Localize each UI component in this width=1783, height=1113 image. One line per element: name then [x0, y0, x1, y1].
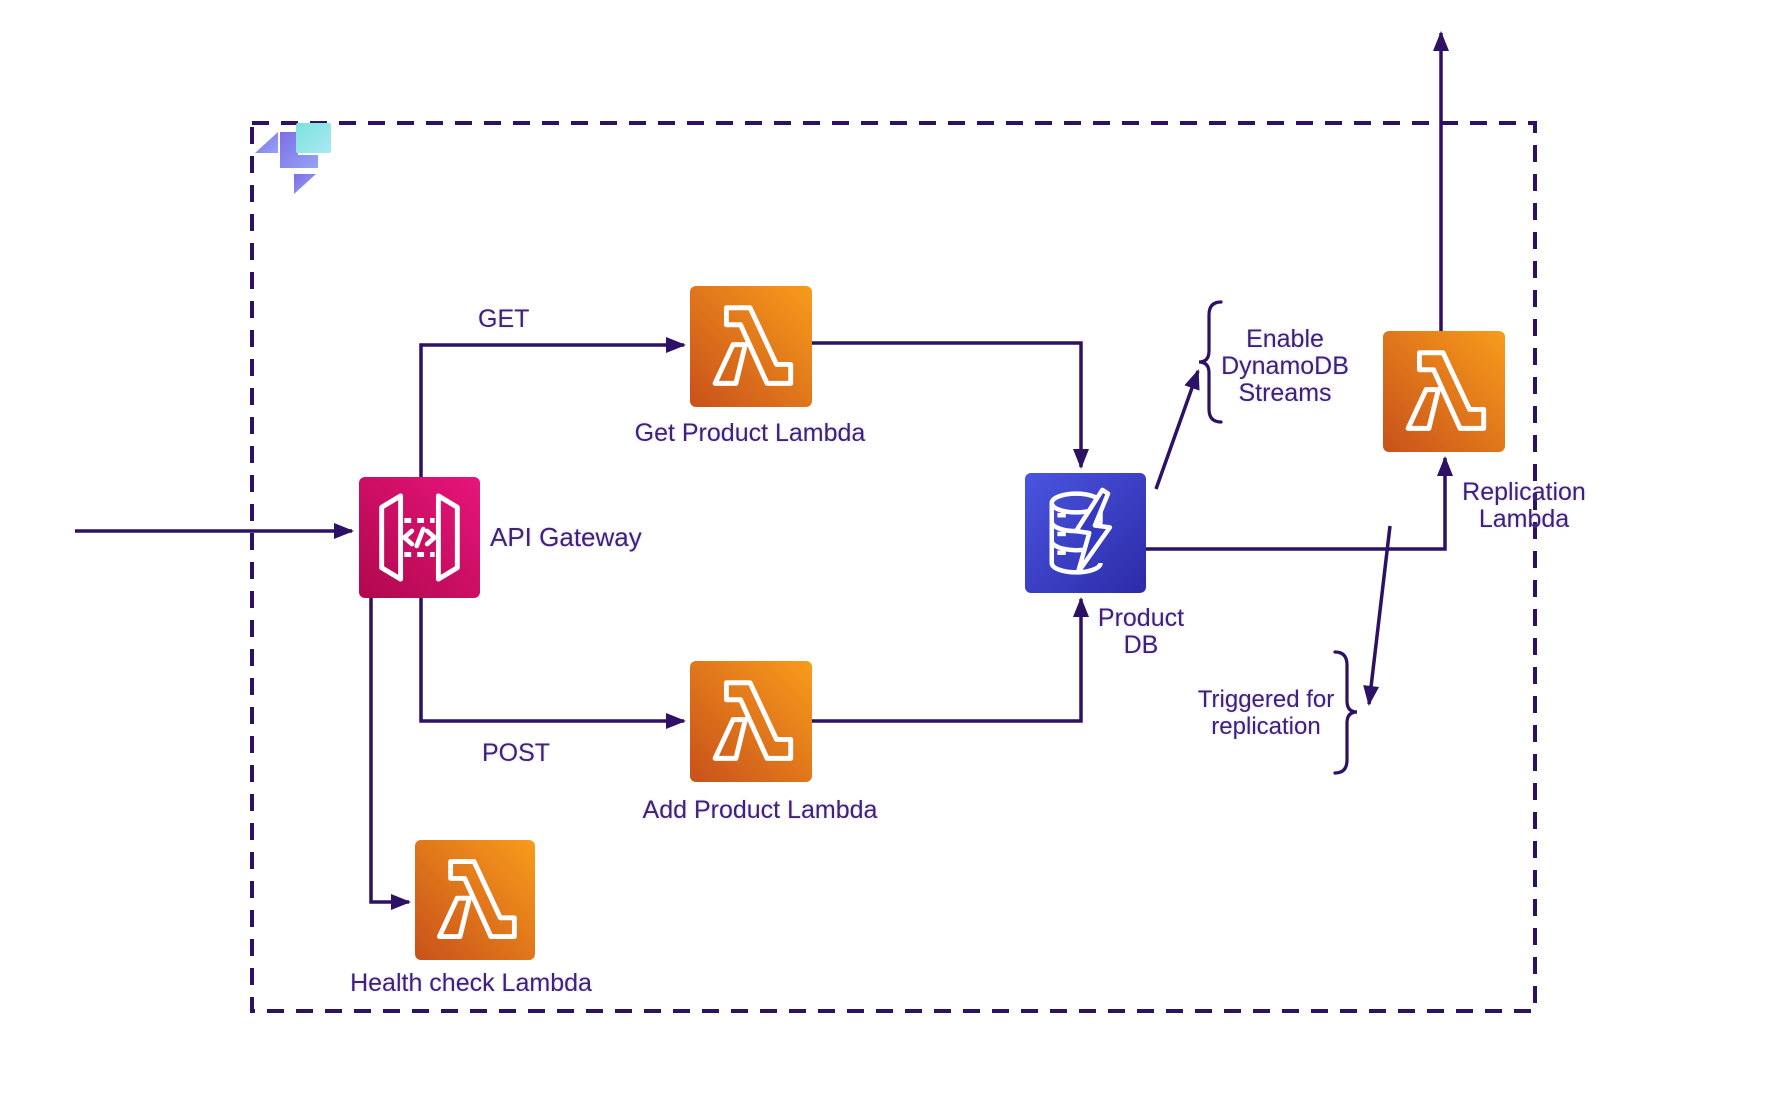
health-check-lambda-icon[interactable]	[415, 840, 535, 960]
annotation-enable-dynamodb-streams: Enable DynamoDB Streams	[1221, 325, 1349, 407]
get-product-lambda-icon[interactable]	[690, 286, 812, 407]
post-edge-label: POST	[482, 739, 551, 767]
edge-db-to-replication	[1146, 456, 1453, 551]
edge-healthcheck	[369, 597, 411, 910]
edge-addpl-to-db	[812, 597, 1089, 723]
cloudairy-logo	[255, 123, 331, 194]
health-check-lambda-label: Health check Lambda	[350, 969, 592, 997]
arrow-triggered-replication	[1363, 525, 1392, 706]
add-product-lambda-label: Add Product Lambda	[642, 796, 878, 824]
product-db-label: Product DB	[1097, 604, 1185, 659]
arrow-enable-streams	[1154, 369, 1200, 490]
brace-enable-streams	[1198, 300, 1223, 424]
replication-lambda-icon[interactable]	[1383, 331, 1505, 452]
edge-post	[419, 597, 686, 729]
get-edge-label: GET	[478, 305, 530, 333]
get-product-lambda-label: Get Product Lambda	[634, 419, 866, 447]
dynamodb-icon[interactable]	[1025, 473, 1146, 593]
annotation-triggered-for-replication: Triggered for replication	[1197, 686, 1335, 740]
api-gateway-label: API Gateway	[490, 522, 642, 552]
edge-getpl-to-db	[812, 341, 1089, 469]
brace-triggered-replication	[1333, 650, 1358, 775]
replication-lambda-label: Replication Lambda	[1462, 478, 1586, 533]
api-gateway-icon[interactable]	[359, 477, 480, 598]
edge-get	[419, 337, 686, 477]
add-product-lambda-icon[interactable]	[690, 661, 812, 782]
boundary-box	[250, 121, 1537, 1013]
